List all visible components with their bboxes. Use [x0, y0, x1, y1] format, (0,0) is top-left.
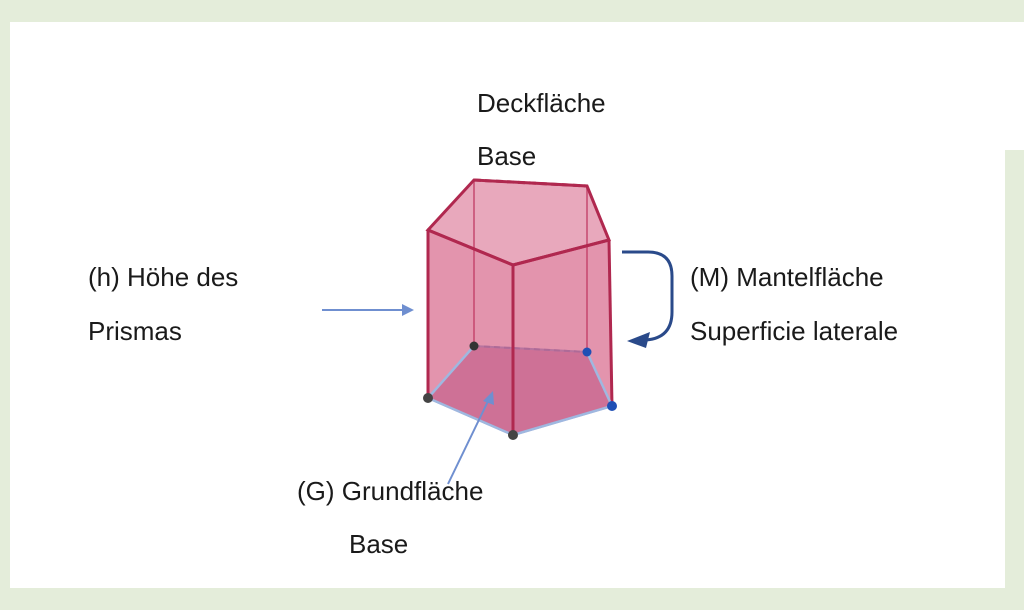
- height-label-secondary: Prismas: [88, 316, 182, 346]
- prism-edge: [427, 228, 514, 267]
- lateral-arrow-head: [627, 332, 650, 348]
- edge-strip: [1005, 22, 1024, 150]
- height-label: (h) Höhe des: [88, 262, 239, 292]
- top-face-label: Deckfläche: [477, 88, 606, 118]
- hidden-edge: [473, 178, 588, 188]
- edge-strip: [1005, 336, 1024, 588]
- base-pointer-head: [483, 391, 494, 405]
- lateral-face: [512, 238, 614, 437]
- vertex-point: [582, 347, 592, 357]
- prism-edge: [512, 238, 610, 267]
- vertex-point: [469, 341, 479, 351]
- bottom-face-label: (G) Grundfläche: [297, 476, 484, 506]
- base-edge: [585, 351, 614, 407]
- vertex-point: [423, 393, 433, 403]
- base-edge: [427, 345, 475, 399]
- lateral-arrow: [622, 250, 674, 342]
- bottom-face-label-secondary: Base: [349, 529, 409, 559]
- prism-edge: [607, 239, 614, 407]
- height-arrow-head: [402, 304, 414, 316]
- base-pointer: [447, 396, 491, 485]
- vertex-point: [508, 430, 518, 440]
- vertex-point: [607, 401, 617, 411]
- lateral-surface-label: (M) Mantelfläche: [690, 262, 884, 292]
- top-face-label-secondary: Base: [477, 141, 537, 171]
- lateral-surface-label-secondary: Superficie laterale: [690, 316, 899, 346]
